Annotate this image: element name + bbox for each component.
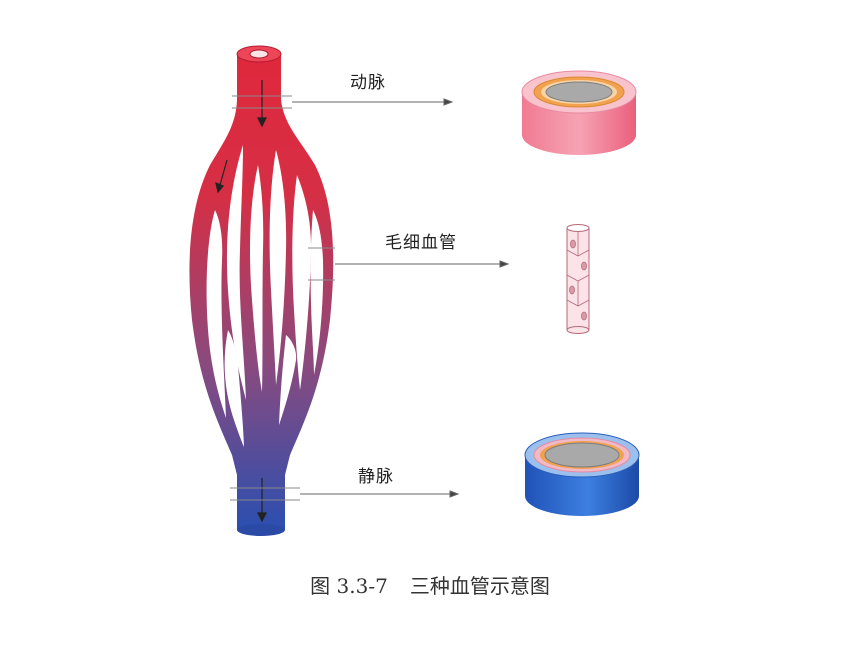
branch-gap xyxy=(206,210,226,418)
vein-cross-section xyxy=(524,432,640,516)
artery-label: 动脉 xyxy=(350,73,386,93)
figure-title: 三种血管示意图 xyxy=(409,574,550,598)
branch-gap xyxy=(310,210,324,375)
cell-border xyxy=(566,232,590,307)
vein-lumen-section xyxy=(544,442,620,468)
capillary-bottom xyxy=(566,326,590,334)
cell-nucleus xyxy=(569,285,575,295)
vessel-network xyxy=(189,45,335,536)
arrow-line xyxy=(219,159,228,186)
cell-nucleus xyxy=(570,239,576,249)
capillary-top xyxy=(566,224,590,232)
cell-nucleus xyxy=(581,311,587,321)
capillary-label: 毛细血管 xyxy=(385,233,457,253)
artery-lumen xyxy=(249,49,269,59)
right-arrow-icon xyxy=(449,490,460,498)
branch-gap xyxy=(226,145,246,400)
vein-label: 静脉 xyxy=(358,467,394,487)
down-arrow-icon xyxy=(257,512,267,523)
branch-gap xyxy=(250,165,264,392)
branch-gap xyxy=(292,175,312,390)
right-arrow-icon xyxy=(499,260,510,268)
artery-cross-section xyxy=(521,70,637,155)
down-arrow-icon xyxy=(257,117,267,128)
vein-opening xyxy=(237,524,285,536)
figure-number: 图 3.3-7 xyxy=(310,574,388,598)
artery-lumen-section xyxy=(545,81,613,103)
branch-gap xyxy=(269,150,287,385)
section-lines xyxy=(230,95,335,501)
capillary-tube xyxy=(566,224,590,334)
figure-caption: 图 3.3-7 三种血管示意图 xyxy=(0,570,860,599)
pointer-arrows xyxy=(292,98,510,498)
branch-gap xyxy=(224,330,244,447)
branch-gap xyxy=(279,335,297,425)
down-arrow-icon xyxy=(215,181,224,194)
right-arrow-icon xyxy=(443,98,454,106)
capillary-cells xyxy=(566,232,590,321)
branch-gaps xyxy=(206,145,324,447)
flow-arrows xyxy=(215,80,267,523)
cell-nucleus xyxy=(581,261,587,271)
